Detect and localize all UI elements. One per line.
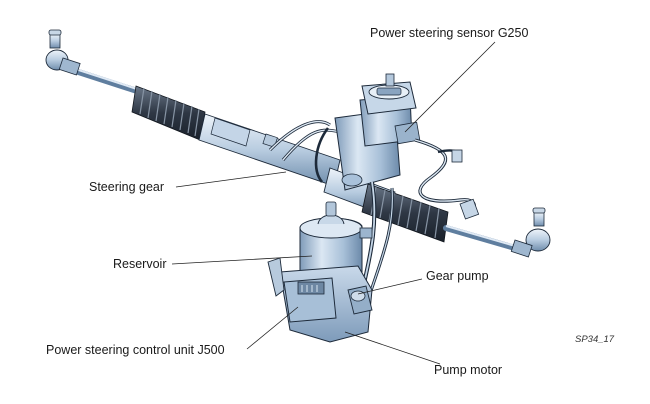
label-steering-gear: Steering gear xyxy=(89,180,165,194)
leader-line-pump-motor xyxy=(344,331,441,365)
sensor-wiring xyxy=(414,138,480,220)
leader-line-gear-pump xyxy=(357,278,423,295)
left-tie-rod-end xyxy=(45,29,81,76)
leader-lines xyxy=(171,41,496,365)
right-tie-rod-end xyxy=(510,207,551,258)
label-reservoir: Reservoir xyxy=(113,257,167,271)
steering-gear xyxy=(45,29,551,258)
leader-line-control-unit xyxy=(246,306,299,350)
hydraulic-hoses xyxy=(314,127,394,301)
label-gear-pump: Gear pump xyxy=(426,269,489,283)
left-boot xyxy=(131,85,206,141)
control-unit xyxy=(283,277,337,323)
leader-line-steering-gear xyxy=(175,171,287,188)
label-pump-motor: Pump motor xyxy=(434,363,503,377)
figure-id: SP34_17 xyxy=(575,334,615,345)
label-control-unit: Power steering control unit J500 xyxy=(46,343,225,357)
label-power-steering-sensor: Power steering sensor G250 xyxy=(370,26,529,40)
gear-pump xyxy=(347,285,373,315)
power-steering-sensor xyxy=(361,73,421,145)
leader-line-sensor xyxy=(404,41,496,133)
leader-line-reservoir xyxy=(171,255,313,265)
